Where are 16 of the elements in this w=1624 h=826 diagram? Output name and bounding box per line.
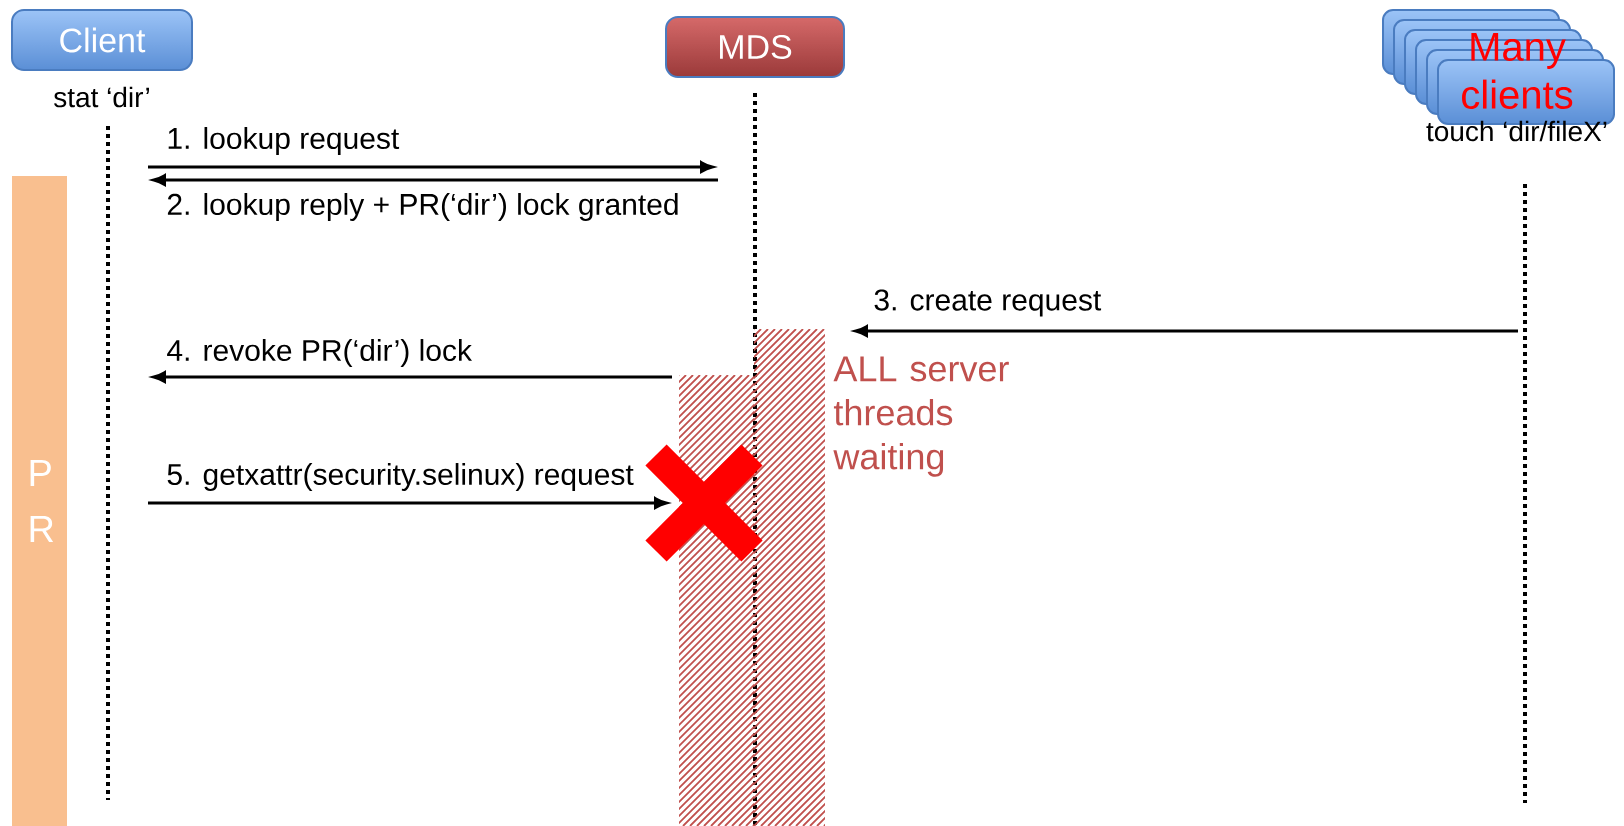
message-label: 1. lookup request (168, 127, 400, 155)
lifeline (106, 126, 110, 800)
message-label: 2. lookup reply + PR(‘dir’) lock granted (167, 193, 678, 221)
lock-band: P R (12, 176, 67, 826)
lifeline (753, 93, 757, 826)
node-label: clients (1462, 79, 1573, 109)
hatched-block (679, 375, 754, 826)
server-box: MDS (665, 16, 845, 78)
message-label: 5. getxattr(security.selinux) request (167, 463, 634, 491)
lifeline (1523, 184, 1527, 803)
message-label: 3. create request (874, 289, 1102, 317)
status-note: ALL server threads waiting (833, 356, 1009, 477)
actor-box: Client (11, 9, 193, 71)
hatched-block (754, 329, 825, 826)
command-label: stat ‘dir’ (54, 86, 149, 108)
message-label: 4. revoke PR(‘dir’) lock (167, 339, 472, 367)
